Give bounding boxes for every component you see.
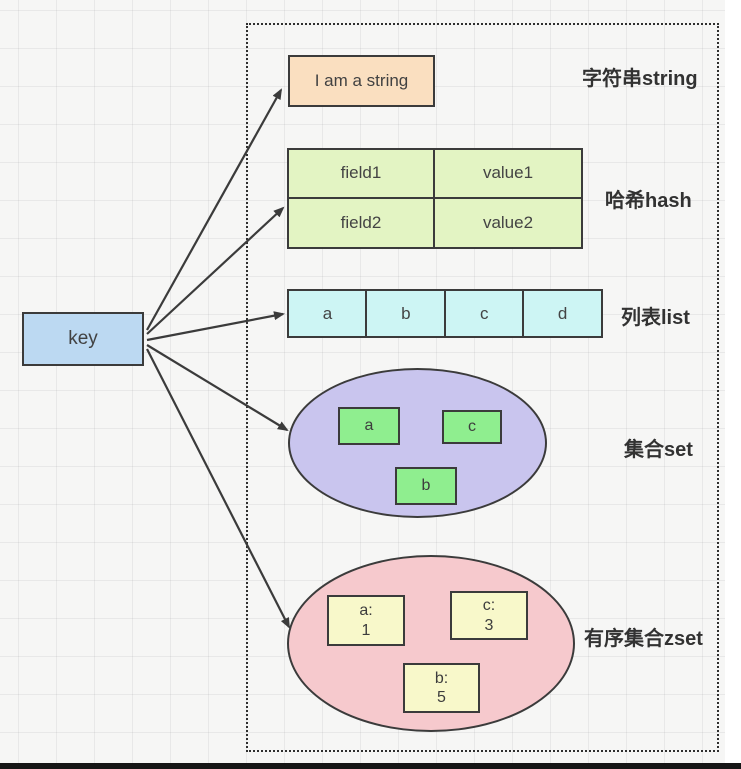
label-hash: 哈希hash xyxy=(605,190,692,212)
set-item-a: a xyxy=(338,407,400,445)
set-item-c: c xyxy=(442,410,502,444)
hash-table: field1 value1 field2 value2 xyxy=(287,148,583,249)
label-string: 字符串string xyxy=(582,68,698,90)
string-value-box: I am a string xyxy=(288,55,435,107)
zset-item-b-score: 5 xyxy=(437,689,446,706)
hash-cell-field2: field2 xyxy=(289,198,435,247)
key-label: key xyxy=(68,328,98,349)
bottom-black-bar xyxy=(0,763,741,769)
list-row: a b c d xyxy=(287,289,603,338)
key-node: key xyxy=(22,312,144,366)
string-value: I am a string xyxy=(314,71,409,90)
zset-item-b-member: b: xyxy=(434,669,449,687)
zset-item-c: c: 3 xyxy=(450,591,528,640)
list-cell-a: a xyxy=(287,289,368,338)
label-set: 集合set xyxy=(624,439,693,461)
zset-item-c-member: c: xyxy=(482,597,496,615)
zset-item-a-score: 1 xyxy=(361,621,371,639)
hash-cell-field1: field1 xyxy=(289,150,435,199)
hash-cell-value2: value2 xyxy=(435,198,581,247)
hash-cell-value1: value1 xyxy=(435,150,581,199)
right-margin-strip xyxy=(725,0,741,769)
list-cell-d: d xyxy=(522,289,603,338)
zset-item-a-member: a: xyxy=(359,602,373,620)
set-item-b: b xyxy=(395,467,457,505)
list-cell-c: c xyxy=(443,289,525,338)
zset-item-c-score: 3 xyxy=(484,616,494,634)
label-zset: 有序集合zset xyxy=(584,628,703,650)
zset-item-b: b: 5 xyxy=(403,663,480,713)
label-list: 列表list xyxy=(621,307,690,329)
zset-item-a: a: 1 xyxy=(327,595,405,646)
list-cell-b: b xyxy=(365,289,447,338)
